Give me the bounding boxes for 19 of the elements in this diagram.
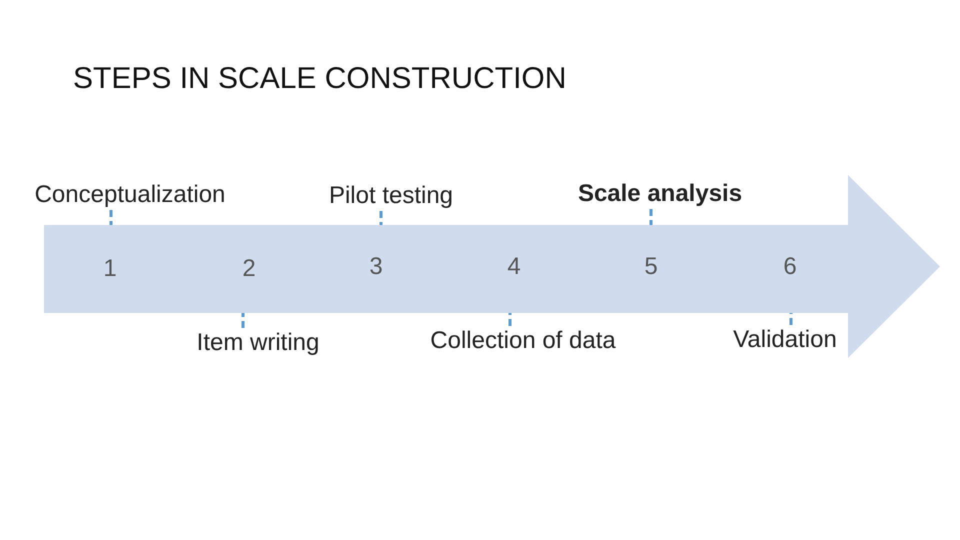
step-number: 4 bbox=[507, 252, 521, 282]
dashed-tick-line bbox=[508, 313, 512, 326]
dashed-tick-line bbox=[242, 313, 244, 328]
step-label: Conceptualization bbox=[34, 180, 226, 210]
step-label: Scale analysis bbox=[578, 179, 742, 209]
dashed-tick-line bbox=[790, 313, 792, 325]
dashed-tick-line bbox=[380, 211, 382, 225]
step-label: Pilot testing bbox=[328, 181, 454, 211]
step-label: Collection of data bbox=[430, 326, 616, 356]
dashed-tick-line bbox=[650, 209, 652, 225]
step-label: Item writing bbox=[196, 328, 320, 358]
step-number: 5 bbox=[644, 252, 658, 282]
step-number: 3 bbox=[369, 252, 383, 282]
dashed-tick-line bbox=[110, 210, 112, 225]
step-label: Validation bbox=[733, 325, 837, 355]
title: STEPS IN SCALE CONSTRUCTION bbox=[73, 62, 566, 96]
step-number: 2 bbox=[242, 254, 256, 284]
step-number: 6 bbox=[783, 252, 797, 282]
step-number: 1 bbox=[103, 254, 117, 284]
